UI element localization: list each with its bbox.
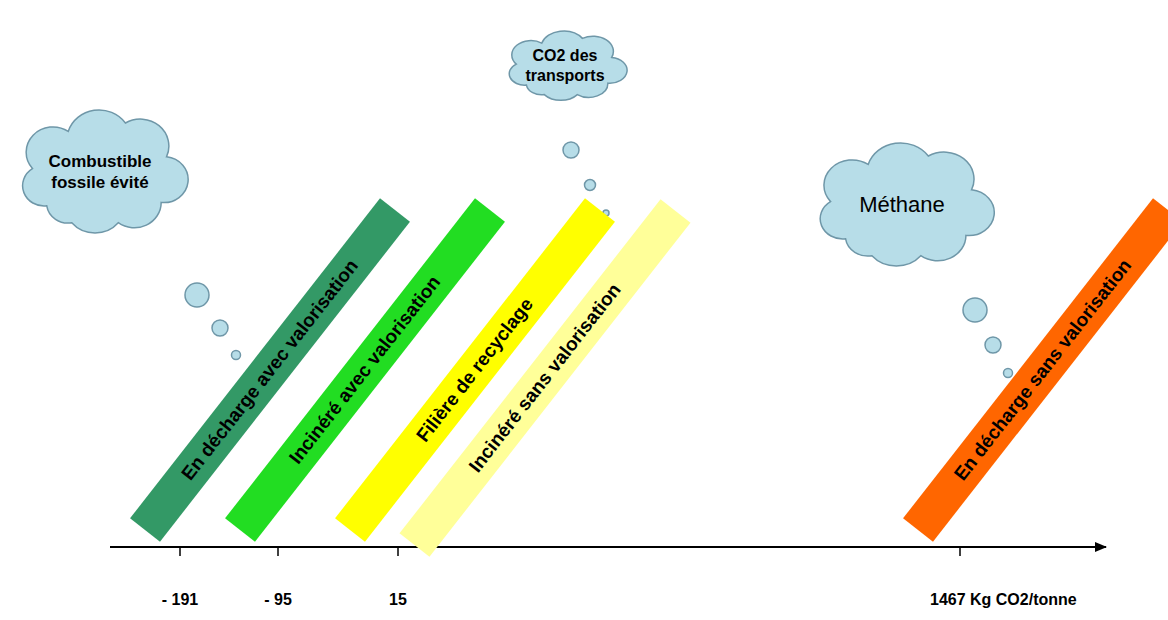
band-label: En décharge sans valorisation	[950, 255, 1136, 485]
axis-value: 1467 Kg CO2/tonne	[930, 591, 1077, 609]
thought-cloud: Méthane	[808, 134, 996, 276]
cloud-outline	[501, 26, 628, 106]
cloud-label: Combustible fossile évité	[41, 151, 159, 194]
thought-cloud: CO2 des transports	[501, 26, 628, 106]
cloud-label: Méthane	[859, 191, 945, 219]
axis-ticks	[180, 547, 960, 556]
axis-line	[110, 546, 1106, 548]
axis-value: 15	[389, 591, 407, 609]
cloud-label: CO2 des transports	[523, 46, 607, 86]
cloud-outline	[11, 101, 190, 243]
band-label: En décharge avec valorisation	[177, 255, 363, 484]
axis-value: - 191	[162, 591, 198, 609]
thought-cloud: Combustible fossile évité	[11, 101, 190, 243]
axis-value: - 95	[264, 591, 292, 609]
